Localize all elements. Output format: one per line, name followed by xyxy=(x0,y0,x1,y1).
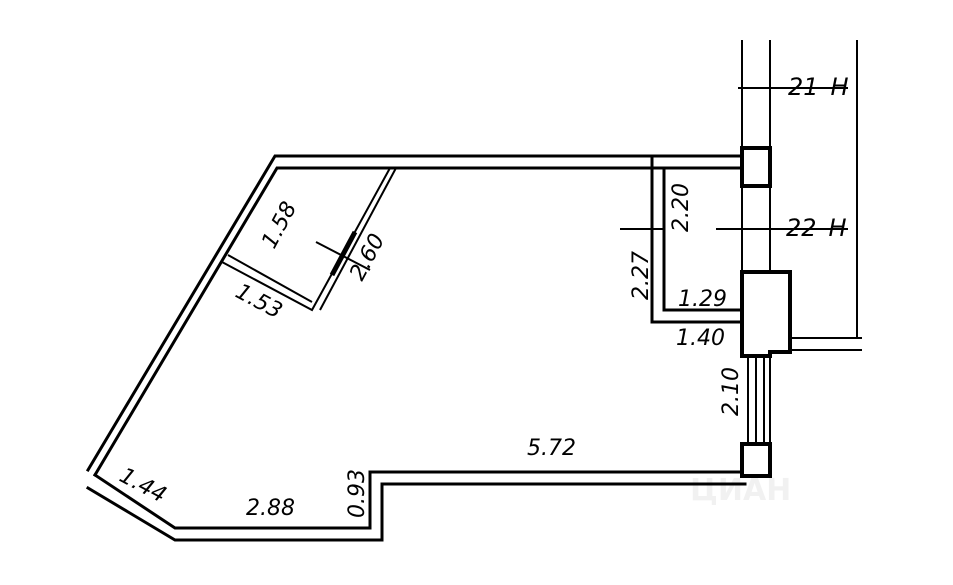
axis-lines xyxy=(315,87,848,271)
column-bottom xyxy=(740,442,772,478)
dim-1-44: 1.44 xyxy=(115,463,170,508)
axis-label-22: 22–Н xyxy=(786,214,847,242)
bathroom-walls xyxy=(650,154,747,324)
axis-label-21: 21–Н xyxy=(788,73,849,101)
column-top xyxy=(740,146,772,188)
dim-5-72: 5.72 xyxy=(527,436,576,461)
column-middle xyxy=(740,270,792,358)
outer-walls xyxy=(85,154,747,542)
dim-0-93: 0.93 xyxy=(345,469,370,518)
dim-1-40: 1.40 xyxy=(676,326,725,351)
dim-1-29: 1.29 xyxy=(678,287,727,312)
dim-2-27: 2.27 xyxy=(629,251,654,300)
watermark: ЦИАН xyxy=(690,473,791,508)
columns xyxy=(740,146,792,478)
dim-1-58: 1.58 xyxy=(257,198,302,253)
dim-2-20: 2.20 xyxy=(669,183,694,232)
dim-1-53: 1.53 xyxy=(231,279,286,324)
dim-2-10: 2.10 xyxy=(719,367,744,416)
dim-2-88: 2.88 xyxy=(246,496,295,521)
window xyxy=(747,356,771,444)
niche-walls xyxy=(221,167,397,312)
